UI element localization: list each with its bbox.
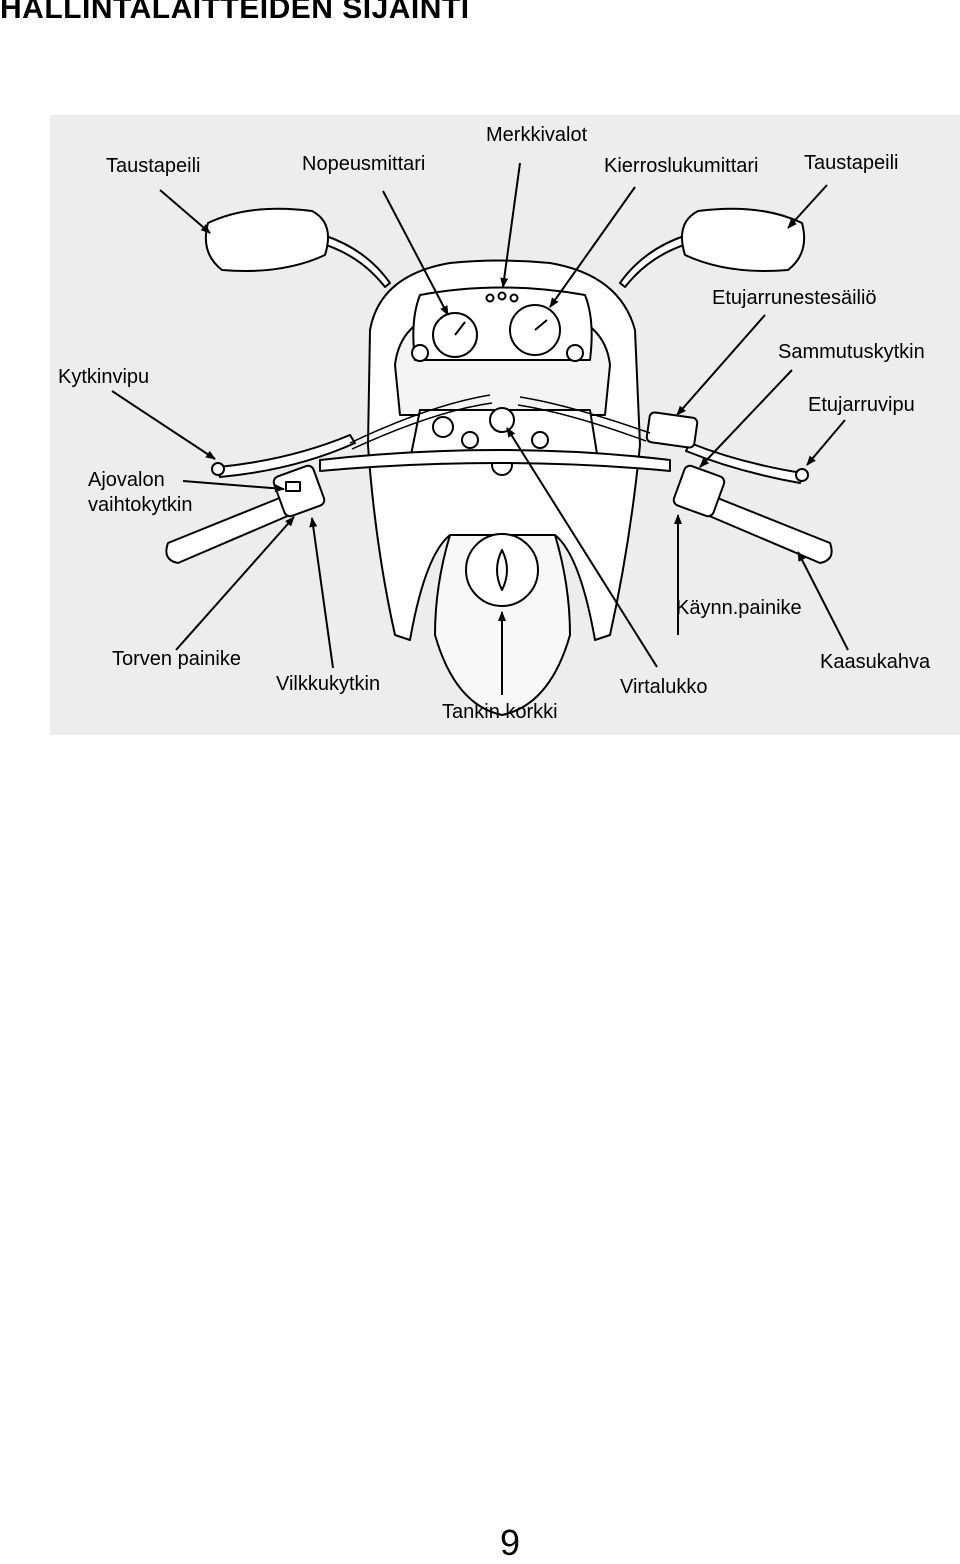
leader-turn-signal-switch [309, 517, 334, 669]
brake-fluid-reservoir [645, 411, 699, 449]
right-switch-housing [672, 464, 726, 518]
indicator-lamp [497, 291, 507, 301]
label-engine-stop-switch: Sammutuskytkin [778, 341, 925, 363]
right-mirror [681, 207, 806, 272]
leader-brake-reservoir [676, 314, 766, 416]
leader-stop-switch [699, 369, 793, 468]
headlight-dimmer-switch [285, 481, 301, 492]
right-grip [706, 496, 833, 564]
label-dimmer-switch-line2: vaihtokytkin [88, 494, 193, 516]
clutch-lever [217, 434, 356, 478]
leader-mirror-right [787, 184, 828, 229]
handlebar [319, 449, 671, 472]
leader-indicator-lights [500, 162, 521, 288]
leader-mirror-left [159, 189, 211, 234]
label-turn-signal-switch: Vilkkukytkin [276, 673, 381, 695]
label-front-brake-lever: Etujarruvipu [808, 394, 915, 416]
leader-throttle-grip [797, 551, 849, 651]
label-fuel-cap: Tankin korkki [442, 701, 558, 723]
leader-ignition-switch [506, 427, 658, 668]
motorcycle-cockpit-drawing [50, 115, 960, 735]
page-number: 9 [499, 1522, 521, 1563]
indicator-lamp [509, 293, 519, 303]
page-title: HALLINTALAITTEIDEN SIJAINTI [0, 0, 470, 25]
label-speedometer: Nopeusmittari [302, 153, 426, 175]
left-mirror [204, 207, 329, 272]
label-tachometer: Kierroslukumittari [604, 155, 759, 177]
label-brake-reservoir: Etujarrunestesäiliö [712, 287, 877, 309]
label-indicator-lights: Merkkivalot [486, 124, 588, 146]
leader-dimmer-switch [182, 480, 285, 493]
leader-tachometer [549, 186, 636, 308]
leader-clutch-lever [111, 390, 216, 460]
leader-speedometer [382, 190, 449, 316]
label-mirror-right: Taustapeili [804, 152, 899, 174]
front-brake-lever [685, 442, 803, 484]
label-mirror-left: Taustapeili [106, 155, 201, 177]
leader-horn-button [175, 516, 295, 651]
left-grip [165, 496, 291, 564]
indicator-lamp [485, 293, 495, 303]
label-start-button: Käynn.painike [676, 597, 802, 619]
label-ignition-switch: Virtalukko [620, 676, 708, 698]
ignition-switch [489, 407, 515, 433]
leader-front-brake-lever [806, 419, 846, 466]
label-horn-button: Torven painike [112, 648, 241, 670]
label-clutch-lever: Kytkinvipu [58, 366, 150, 388]
label-dimmer-switch-line1: Ajovalon [88, 469, 165, 491]
label-throttle-grip: Kaasukahva [820, 651, 931, 673]
controls-figure [50, 115, 960, 735]
